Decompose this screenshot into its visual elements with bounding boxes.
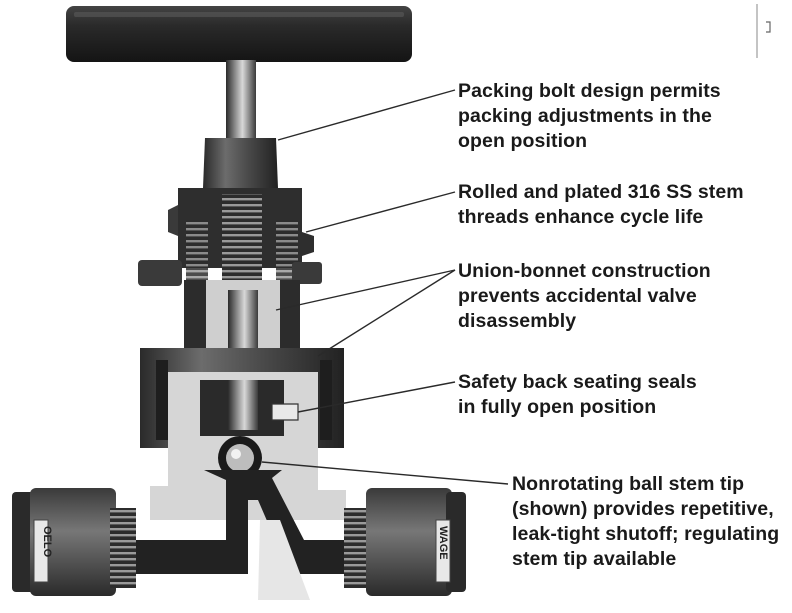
callout-line: in fully open position xyxy=(458,396,657,418)
t-handle xyxy=(66,6,412,62)
leader-packing-bolt xyxy=(277,89,456,141)
callout-line: Safety back seating seals xyxy=(458,371,697,393)
callout-line: open position xyxy=(458,130,588,152)
callout-line: Union-bonnet construction xyxy=(458,260,711,282)
back-seating-callout: Safety back seating seals in fully open … xyxy=(458,370,697,420)
callout-line: Nonrotating ball stem tip xyxy=(512,473,745,495)
callout-line: prevents accidental valve xyxy=(458,285,697,307)
packing-bolt xyxy=(203,138,278,188)
leader-lines xyxy=(261,89,509,485)
stem-threads xyxy=(222,194,262,294)
callout-line: disassembly xyxy=(458,310,577,332)
left-tube-fitting xyxy=(12,488,136,596)
leader-back-seating xyxy=(297,381,456,413)
stem-threads-callout: Rolled and plated 316 SS stem threads en… xyxy=(458,180,744,230)
leader-ball-stem-tip xyxy=(261,461,509,485)
lock-lug-left xyxy=(138,260,182,286)
union-bonnet-callout: Union-bonnet construction prevents accid… xyxy=(458,259,711,334)
lock-lug-right xyxy=(292,262,322,284)
back-seat-ring xyxy=(271,403,299,421)
leader-stem-threads xyxy=(305,191,456,233)
callout-line: Packing bolt design permits xyxy=(458,80,721,102)
t-handle-highlight xyxy=(74,12,404,17)
scan-edge-marks xyxy=(756,4,771,58)
callout-line: leak-tight shutoff; regulating xyxy=(512,523,780,545)
callout-line: packing adjustments in the xyxy=(458,105,712,127)
callout-line: (shown) provides repetitive, xyxy=(512,498,774,520)
valve-body-channel xyxy=(120,470,360,574)
callout-line: threads enhance cycle life xyxy=(458,206,704,228)
callout-line: stem tip available xyxy=(512,548,677,570)
left-fitting-mark: OELO xyxy=(41,526,53,558)
right-tube-fitting xyxy=(344,488,466,596)
callout-line: Rolled and plated 316 SS stem xyxy=(458,181,744,203)
right-fitting-mark: WAGE xyxy=(437,526,449,560)
ball-stem-tip-callout: Nonrotating ball stem tip (shown) provid… xyxy=(512,472,779,572)
leader-union-bonnet-b xyxy=(317,269,456,357)
leader-union-bonnet-a xyxy=(275,269,456,311)
stem-upper xyxy=(226,60,256,150)
packing-bolt-callout: Packing bolt design permits packing adju… xyxy=(458,79,721,154)
